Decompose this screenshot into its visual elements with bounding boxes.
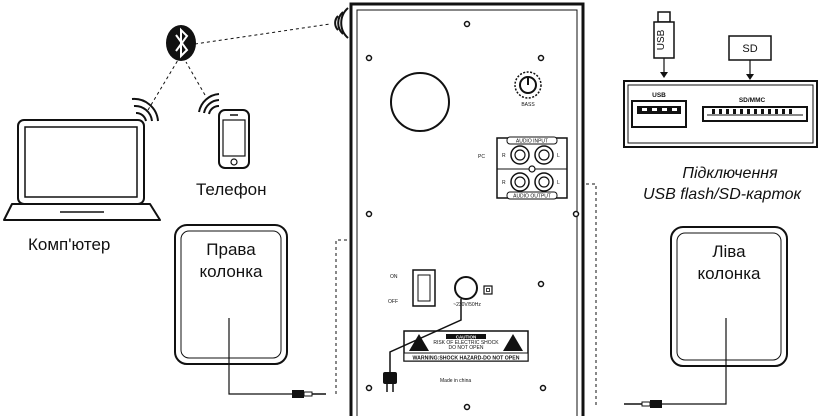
right-speaker xyxy=(174,224,326,398)
input-jack-r xyxy=(510,145,530,165)
usb-caption-line1: Підключення xyxy=(682,165,778,182)
signal-icon-laptop xyxy=(131,97,159,122)
subwoofer-back-panel: BASS AUDIO INPUT AUDIO OUTPUT PC R L R L xyxy=(349,2,585,416)
output-l-label: L xyxy=(557,180,560,186)
warning-label: WARNING:SHOCK HAZARD-DO NOT OPEN xyxy=(413,356,520,362)
phone-label: Телефон xyxy=(196,180,267,199)
made-in-label: Made in china xyxy=(440,378,471,384)
caution-title: CAUTION xyxy=(456,334,477,339)
left-speaker xyxy=(624,226,788,408)
laptop-icon xyxy=(3,119,161,221)
input-jack-l xyxy=(534,145,554,165)
warning-triangle-icon-left xyxy=(409,334,429,351)
bass-label: BASS xyxy=(521,102,535,108)
bluetooth-link-speaker xyxy=(194,23,331,45)
sd-port-label: SD/MMC xyxy=(739,97,766,104)
caution-line2: DO NOT OPEN xyxy=(449,345,484,351)
usb-stick-icon xyxy=(653,11,675,78)
right-speaker-label-line1: Права xyxy=(206,240,256,259)
audio-output-label: AUDIO OUTPUT xyxy=(513,194,551,200)
usb-sd-module xyxy=(623,80,818,148)
switch-on-label: ON xyxy=(390,274,398,280)
phone-icon xyxy=(218,109,250,169)
sd-card-icon xyxy=(728,35,772,80)
bluetooth-icon xyxy=(166,25,196,61)
output-jack-r xyxy=(510,172,530,192)
power-socket xyxy=(454,276,478,300)
audio-io-block xyxy=(496,136,568,200)
output-r-label: R xyxy=(502,180,506,186)
computer-label: Комп'ютер xyxy=(28,235,110,254)
input-l-label: L xyxy=(557,153,560,159)
output-jack-l xyxy=(534,172,554,192)
usb-caption-line2: USB flash/SD-карток xyxy=(643,186,803,203)
bluetooth-link-laptop xyxy=(147,59,179,111)
power-plug-icon xyxy=(383,299,462,392)
double-insulation-icon xyxy=(483,285,493,295)
caution-line1: RISK OF ELECTRIC SHOCK xyxy=(433,340,499,346)
audio-input-label: AUDIO INPUT xyxy=(516,139,548,145)
left-speaker-label-line2: колонка xyxy=(698,264,761,283)
left-speaker-label-line1: Ліва xyxy=(712,242,746,261)
pc-label: PC xyxy=(478,154,485,160)
input-r-label: R xyxy=(502,153,506,159)
signal-icon-phone xyxy=(198,93,220,115)
usb-port-label: USB xyxy=(652,92,666,99)
left-speaker-jack-icon xyxy=(624,400,662,408)
usb-stick-label: USB xyxy=(656,29,667,50)
signal-icon-speaker xyxy=(334,7,349,39)
warning-triangle-icon-right xyxy=(503,334,523,351)
panel-screws xyxy=(365,20,580,411)
right-speaker-label-line2: колонка xyxy=(200,262,263,281)
bluetooth-link-phone xyxy=(185,61,206,96)
right-speaker-jack-icon xyxy=(292,390,326,398)
switch-off-label: OFF xyxy=(388,299,398,305)
sd-card-label: SD xyxy=(742,43,757,55)
bass-port xyxy=(390,72,450,132)
power-rating-label: ~230V/50Hz xyxy=(453,302,481,308)
bass-knob-icon xyxy=(514,71,542,99)
